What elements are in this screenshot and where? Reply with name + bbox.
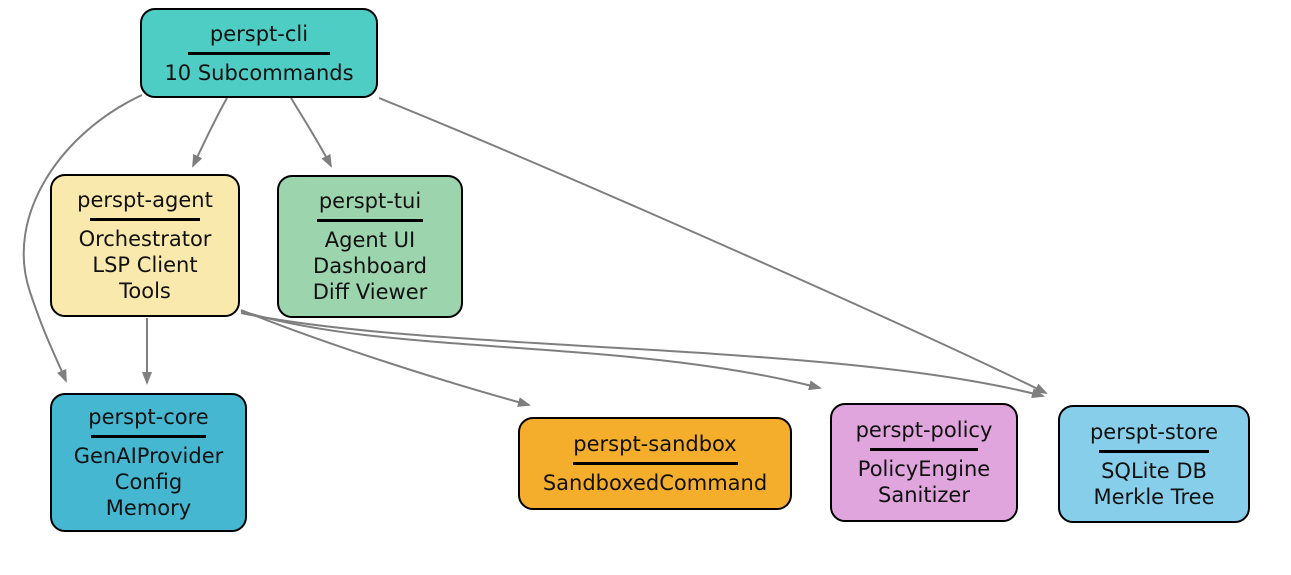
node-line: GenAIProvider [73,444,224,468]
node-line: Tools [119,279,171,303]
node-line: SandboxedCommand [542,471,768,495]
node-line: SQLite DB [1101,458,1207,483]
node-separator [1098,449,1210,453]
node-line: PolicyEngine [857,457,991,481]
node-separator [91,435,206,438]
node-line: Dashboard [313,254,427,278]
node-title: perspt-store [1089,419,1219,444]
node-separator [869,448,979,451]
edge-perspt-cli-to-perspt-core [22,94,143,383]
node-line: 10 Subcommands [164,60,354,85]
node-title: perspt-cli [209,21,309,46]
node-line: Sanitizer [878,483,970,507]
node-title: perspt-sandbox [573,432,737,456]
node-separator [90,218,200,221]
node-perspt-cli: perspt-cli 10 Subcommands [140,8,378,98]
edge-perspt-cli-to-perspt-tui [290,97,332,168]
node-separator [572,462,738,465]
edge-perspt-cli-to-perspt-store [378,97,1048,394]
node-line: Config [114,470,183,494]
node-line: Diff Viewer [312,280,428,304]
node-title: perspt-policy [855,418,993,442]
node-separator [188,51,330,55]
node-title: perspt-core [88,405,209,429]
node-line: Memory [105,496,192,520]
edge-perspt-agent-to-perspt-store [240,312,1045,399]
edge-perspt-cli-to-perspt-agent [192,97,228,168]
node-title: perspt-tui [318,189,422,213]
node-line: Orchestrator [78,227,212,251]
node-line: LSP Client [92,253,198,277]
node-separator [316,219,424,222]
node-line: Agent UI [324,228,416,252]
edge-perspt-agent-to-perspt-policy [240,310,822,391]
node-line: Merkle Tree [1093,484,1215,509]
node-title: perspt-agent [77,188,213,212]
edge-perspt-agent-to-perspt-sandbox [240,309,531,407]
